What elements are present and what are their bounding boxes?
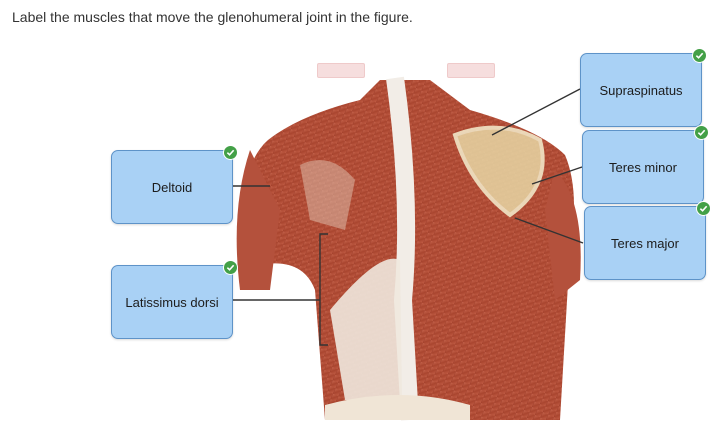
empty-drop-slot[interactable] xyxy=(317,63,365,78)
label-text: Deltoid xyxy=(152,180,192,195)
label-text: Teres major xyxy=(611,236,679,251)
empty-drop-slot[interactable] xyxy=(447,63,495,78)
label-box-supraspinatus[interactable]: Supraspinatus xyxy=(580,53,702,127)
check-circle-icon xyxy=(694,125,709,140)
label-text: Supraspinatus xyxy=(599,83,682,98)
label-box-latissimus-dorsi[interactable]: Latissimus dorsi xyxy=(111,265,233,339)
label-box-teres-major[interactable]: Teres major xyxy=(584,206,706,280)
label-box-deltoid[interactable]: Deltoid xyxy=(111,150,233,224)
leader-line-supraspinatus xyxy=(492,89,580,135)
check-circle-icon xyxy=(223,260,238,275)
check-circle-icon xyxy=(223,145,238,160)
label-box-teres-minor[interactable]: Teres minor xyxy=(582,130,704,204)
label-text: Latissimus dorsi xyxy=(125,295,218,310)
check-circle-icon xyxy=(692,48,707,63)
label-text: Teres minor xyxy=(609,160,677,175)
check-circle-icon xyxy=(696,201,711,216)
